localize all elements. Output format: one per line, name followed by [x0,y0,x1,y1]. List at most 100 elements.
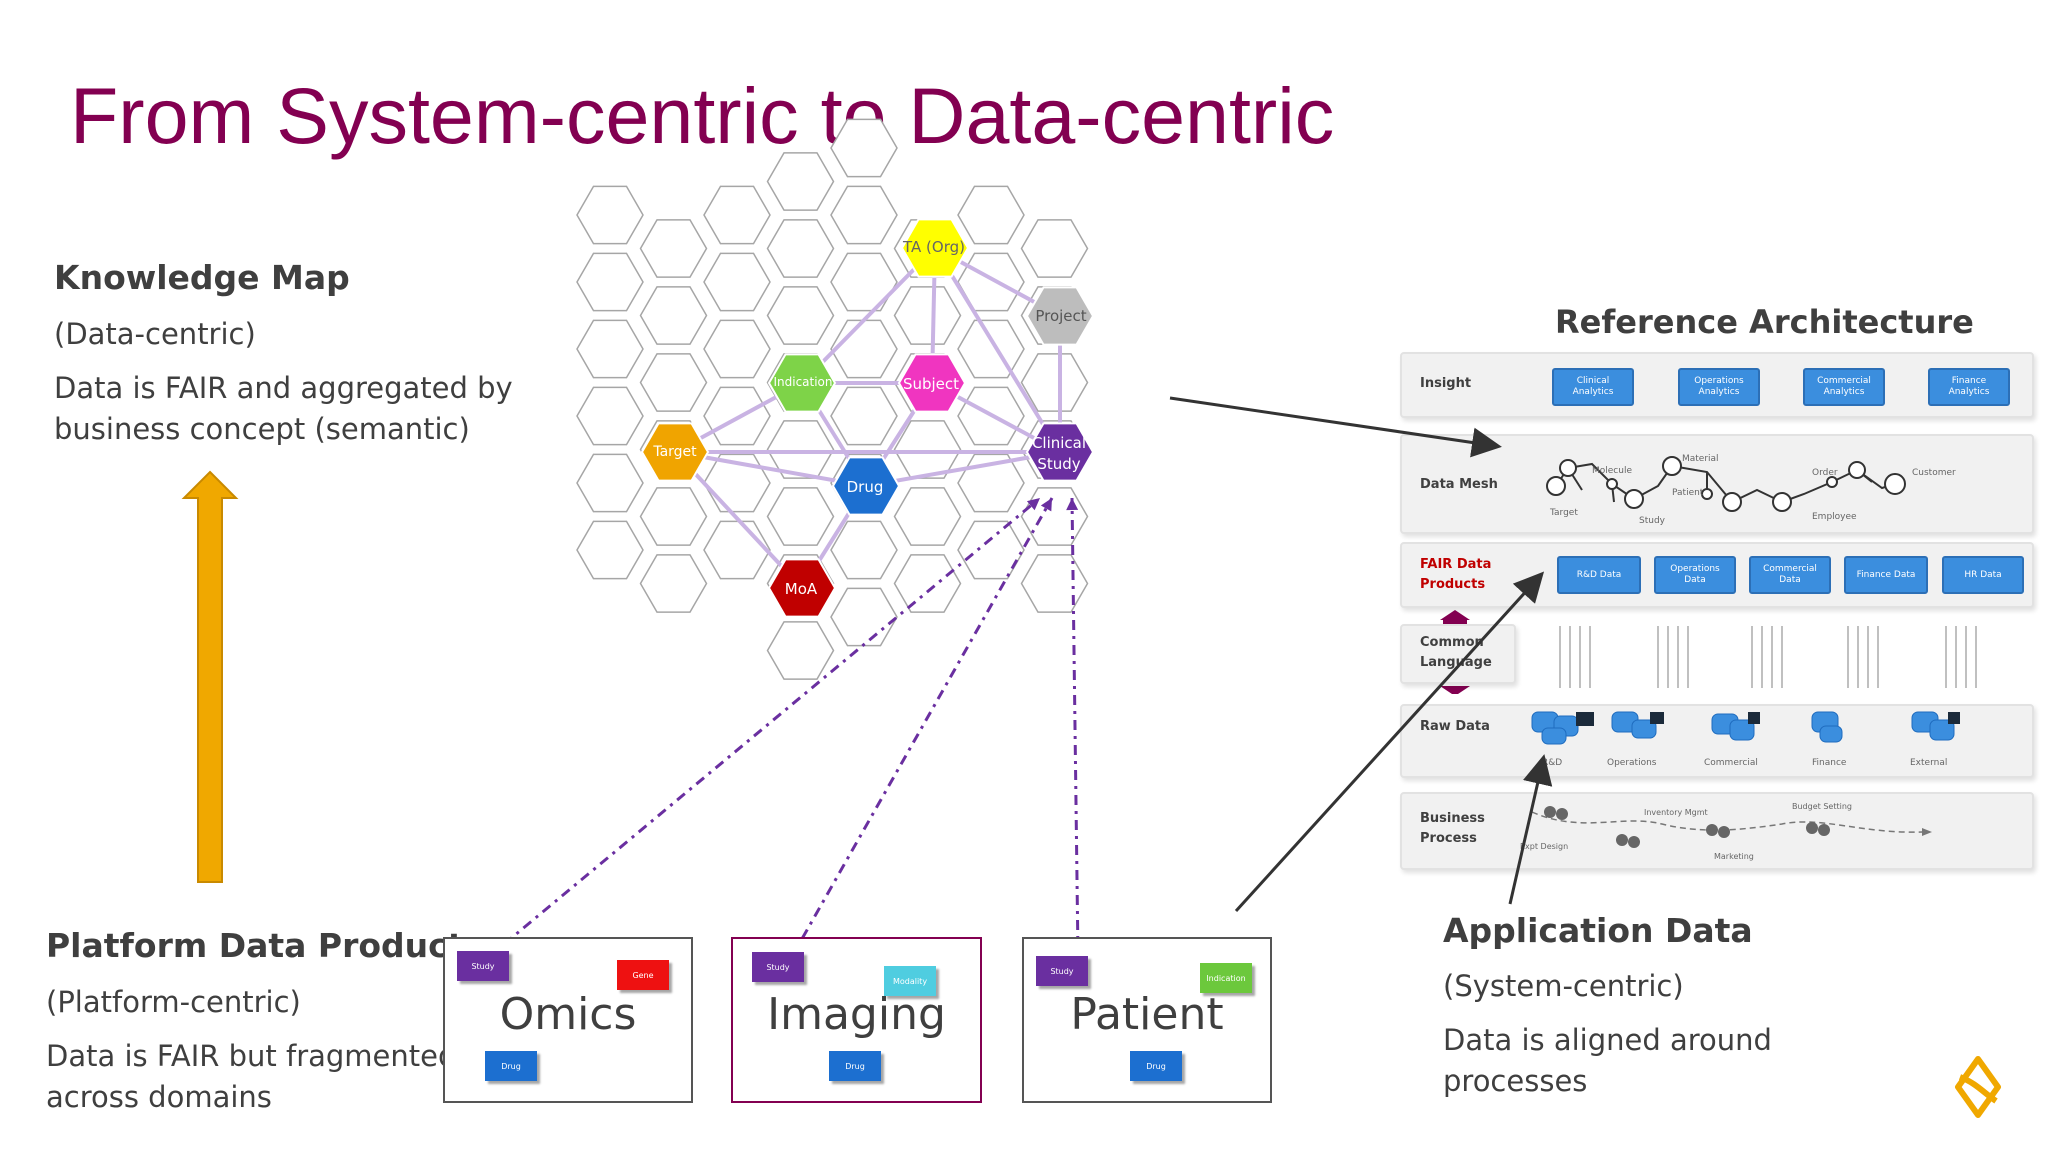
application-subheading: (System-centric) [1443,969,1684,1003]
tag-drug: Drug [1130,1051,1182,1081]
grid-hex [893,554,962,613]
grid-hex [1020,554,1089,613]
grid-hex [766,152,835,211]
grid-hex [830,185,898,245]
company-logo-icon [1955,1056,2001,1118]
grid-hex [830,319,898,379]
provenance-link [1070,497,1080,956]
row-label-fair-1: FAIR Data [1420,557,1492,572]
grid-hex [830,118,898,178]
grid-hex [830,587,898,647]
grid-hex [830,520,898,580]
tag-gene: Gene [617,960,669,990]
fair-box-hr: HR Data [1942,556,2024,594]
grid-hex [576,520,644,580]
node-clinical-study-label-1: Clinical [1031,434,1087,452]
application-description-1: Data is aligned around [1443,1023,1772,1057]
node-hex-project [1025,286,1095,346]
grid-hex [703,520,771,580]
grid-hex [830,252,898,312]
grid-hex [639,286,708,345]
tag-drug: Drug [829,1051,881,1081]
grid-hex [1020,353,1089,412]
node-hex-clinical [1025,422,1095,482]
grid-hex [703,319,771,379]
grid-hex [703,252,771,312]
grid-hex [1020,487,1089,546]
node-drug-label: Drug [846,478,884,496]
provenance-arrowhead [1066,498,1079,511]
grid-hex [576,386,644,446]
provenance-arrowhead [1026,498,1040,511]
row-business-process: Business Process Expt Design Inventory M… [1400,792,2034,870]
provenance-arrowhead [1040,498,1052,512]
grid-hex [576,453,644,513]
grid-hex [576,319,644,379]
grid-hex [639,554,708,613]
grid-hex [703,386,771,446]
data-mesh-graph [1546,456,1906,512]
platform-heading: Platform Data Products [46,926,484,965]
product-box-imaging: Imaging Study Modality Drug [731,937,982,1103]
knowledge-map-nodes [640,218,1095,618]
grid-hex [1020,219,1089,278]
knowledge-edge [800,246,937,385]
grid-hex [766,286,835,345]
grid-hex [957,185,1025,245]
provenance-links [484,496,1080,962]
grid-hex [639,353,708,412]
platform-description-1: Data is FAIR but fragmented [46,1039,457,1073]
knowledge-edge [933,246,1062,454]
product-box-patient: Patient Study Indication Drug [1022,937,1272,1103]
row-label-insight: Insight [1420,376,1472,391]
node-hex-ta [900,218,970,278]
node-hex-target [640,422,710,482]
node-target-label: Target [653,444,697,460]
product-label-omics: Omics [499,989,637,1040]
knowledge-edge [673,450,804,590]
tag-study: Study [752,952,804,982]
grid-hex [893,487,962,546]
application-description-2: processes [1443,1064,1588,1098]
fair-box-finance: Finance Data [1844,556,1928,594]
knowledge-map-description-1: Data is FAIR and aggregated by [54,371,513,405]
product-label-patient: Patient [1070,989,1224,1040]
product-label-imaging: Imaging [767,989,946,1040]
grid-hex [639,219,708,278]
row-label-common-1: Common [1420,635,1484,650]
node-hex-indication [767,353,837,413]
row-data-mesh: Data Mesh Target Molecule Material Patie… [1400,434,2034,534]
knowledge-edge [865,450,1061,488]
platform-subheading: (Platform-centric) [46,985,301,1019]
grid-hex [893,420,962,479]
knowledge-map-description-2: business concept (semantic) [54,412,470,446]
row-raw-data: Raw Data R&D Operations Commercial Finan… [1400,704,2034,778]
fair-box-rd: R&D Data [1557,556,1641,594]
node-hex-moa [767,558,837,618]
node-subject-label: Subject [902,375,960,393]
grid-hex [957,520,1025,580]
grid-hex [766,219,835,278]
grid-hex [893,286,962,345]
tag-study: Study [1036,956,1088,986]
tag-drug: Drug [485,1051,537,1081]
knowledge-map-heading: Knowledge Map [54,258,350,297]
grid-hex [703,185,771,245]
grid-hex [830,386,898,446]
tag-modality: Modality [884,966,936,996]
provenance-link [484,496,1041,962]
grid-hex [766,487,835,546]
node-clinical-study-label-2: Study [1037,455,1081,473]
grid-hex [957,319,1025,379]
platform-description-2: across domains [46,1080,272,1114]
grid-hex [766,621,835,680]
page-title: From System-centric to Data-centric [70,71,1335,160]
